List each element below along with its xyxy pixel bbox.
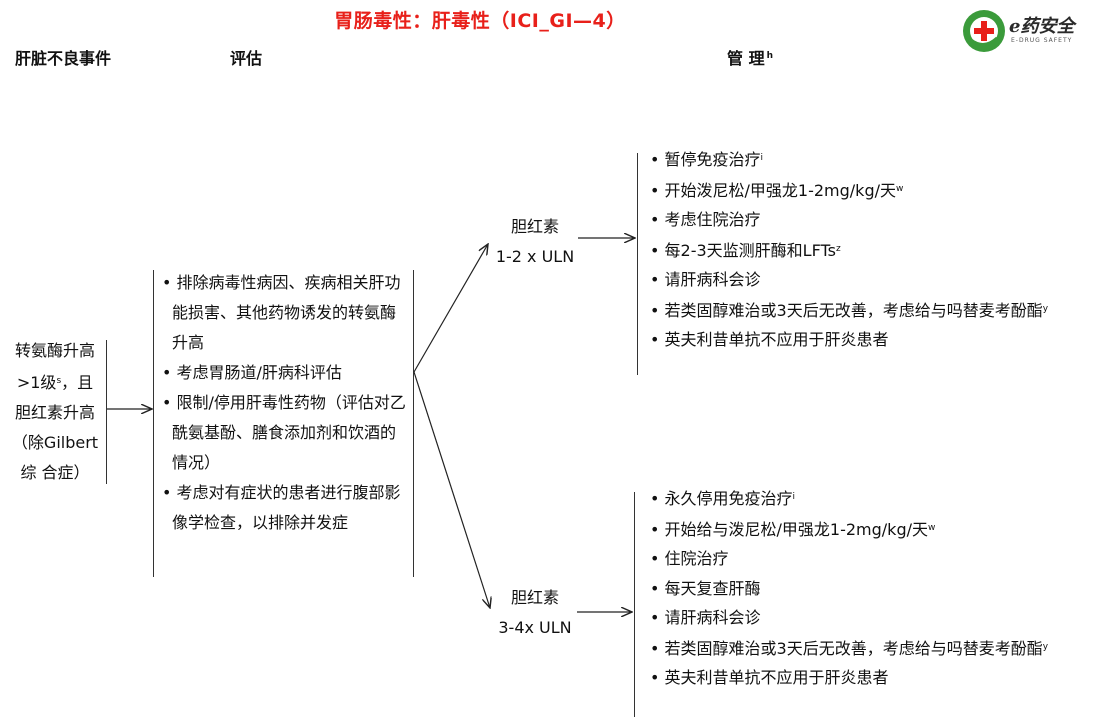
mgmt1-list: • 暂停免疫治疗i • 开始泼尼松/甲强龙1-2mg/kg/天w • 考虑住院治… [650, 144, 1090, 355]
branch1-label-line1: 胆红素 [510, 217, 559, 236]
branch1-label: 胆红素 1-2 x ULN [480, 212, 590, 272]
event-bracket [106, 340, 107, 484]
mgmt2-item: • 开始给与泼尼松/甲强龙1-2mg/kg/天w [650, 519, 936, 539]
branch2-label-line1: 胆红素 [510, 588, 559, 607]
assessment-item: • 考虑对有症状的患者进行腹部影像学检查，以排除并发症 [162, 483, 401, 532]
event-box: 转氨酶升高 >1级s，且 胆红素升高 （除Gilbert 综 合症） [5, 336, 105, 488]
assessment-item: • 排除病毒性病因、疾病相关肝功能损害、其他药物诱发的转氨酶升高 [162, 273, 401, 352]
event-line-1: 转氨酶升高 [14, 341, 95, 360]
mgmt1-item: • 若类固醇难治或3天后无改善，考虑给与吗替麦考酚酯y [650, 300, 1049, 320]
event-line-4: （除Gilbert [11, 433, 99, 452]
logo-text: e药安全 [1009, 16, 1075, 37]
branch2-label-line2: 3-4x ULN [498, 618, 572, 637]
mgmt2-list: • 永久停用免疫治疗i • 开始给与泼尼松/甲强龙1-2mg/kg/天w • 住… [650, 483, 1090, 693]
assessment-right-bracket [413, 270, 414, 577]
arrow-to-branch2 [413, 371, 490, 608]
assessment-list: • 排除病毒性病因、疾病相关肝功能损害、其他药物诱发的转氨酶升高 • 考虑胃肠道… [162, 268, 407, 538]
mgmt2-bracket [634, 492, 635, 717]
mgmt1-item: • 英夫利昔单抗不应用于肝炎患者 [650, 330, 889, 349]
header-management-label: 管 理 [727, 49, 765, 68]
branch2-label: 胆红素 3-4x ULN [480, 583, 590, 643]
mgmt2-item: • 若类固醇难治或3天后无改善，考虑给与吗替麦考酚酯y [650, 638, 1049, 658]
mgmt1-item: • 请肝病科会诊 [650, 270, 761, 289]
event-line-5: 综 合症） [20, 463, 90, 482]
logo-cross-icon [963, 10, 1005, 52]
page-title: 胃肠毒性：肝毒性（ICI_GI—4） [334, 10, 626, 32]
mgmt2-item: • 英夫利昔单抗不应用于肝炎患者 [650, 668, 889, 687]
mgmt2-item: • 永久停用免疫治疗i [650, 489, 796, 508]
logo-subtext: E-DRUG SAFETY [1011, 37, 1073, 44]
assessment-item: • 考虑胃肠道/肝病科评估 [162, 363, 342, 382]
assessment-left-bracket [153, 270, 154, 577]
mgmt1-item: • 每2-3天监测肝酶和LFTsz [650, 240, 841, 260]
mgmt1-item: • 开始泼尼松/甲强龙1-2mg/kg/天w [650, 180, 904, 200]
arrow-to-branch1 [413, 244, 488, 373]
header-management-sup: h [766, 50, 773, 61]
logo: e药安全 E-DRUG SAFETY [963, 10, 1088, 56]
mgmt2-item: • 每天复查肝酶 [650, 578, 761, 598]
mgmt2-item: • 请肝病科会诊 [650, 608, 761, 627]
event-line-2: >1级s，且 [16, 373, 94, 392]
mgmt1-item: • 考虑住院治疗 [650, 210, 761, 229]
event-line-3: 胆红素升高 [14, 403, 95, 422]
branch1-label-line2: 1-2 x ULN [495, 247, 575, 266]
mgmt1-bracket [637, 153, 638, 375]
header-event: 肝脏不良事件 [15, 49, 112, 68]
assessment-item: • 限制/停用肝毒性药物（评估对乙 酰氨基酚、膳食添加剂和饮酒的情况） [162, 393, 406, 472]
mgmt1-item: • 暂停免疫治疗i [650, 150, 764, 169]
header-assessment: 评估 [230, 49, 263, 68]
mgmt2-item: • 住院治疗 [650, 549, 729, 568]
